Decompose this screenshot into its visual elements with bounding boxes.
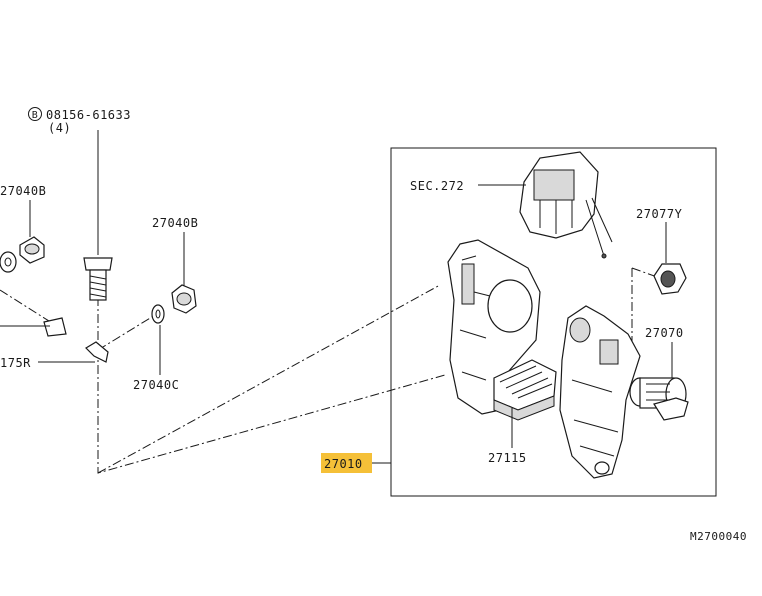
nut-mid-part[interactable] <box>171 284 197 314</box>
label-clip[interactable]: 27077Y <box>636 207 683 221</box>
label-washer[interactable]: 27040C <box>133 378 179 392</box>
washer-mid-part[interactable] <box>151 304 165 324</box>
motor-part[interactable] <box>629 377 689 421</box>
connector-part[interactable] <box>519 151 613 259</box>
clip-part[interactable] <box>653 263 687 295</box>
case-right-part[interactable] <box>559 305 641 479</box>
label-sec[interactable]: SEC.272 <box>410 179 464 193</box>
label-motor[interactable]: 27070 <box>645 326 684 340</box>
assembly-frame <box>390 147 717 497</box>
label-assembly[interactable]: 27010 <box>324 457 363 471</box>
assembly-highlight <box>321 453 372 473</box>
filter-part[interactable] <box>493 359 557 421</box>
bolt-marker-circle <box>28 107 42 121</box>
case-left-part[interactable] <box>447 239 541 415</box>
bolt-marker-text: B <box>32 110 39 121</box>
label-nut-mid[interactable]: 27040B <box>152 216 198 230</box>
washer-left-part[interactable] <box>0 251 17 273</box>
nut-left-part[interactable] <box>19 236 45 264</box>
label-nut-left[interactable]: 27040B <box>0 184 46 198</box>
label-filter[interactable]: 27115 <box>488 451 527 465</box>
label-bolt-part[interactable]: 08156-61633 <box>46 108 131 122</box>
label-bolt-qty: (4) <box>48 121 71 135</box>
bracket-part[interactable] <box>43 317 109 363</box>
label-diagram-code: M2700040 <box>690 530 747 543</box>
label-bracket[interactable]: 175R <box>0 356 31 370</box>
bolt-part[interactable] <box>83 257 113 301</box>
